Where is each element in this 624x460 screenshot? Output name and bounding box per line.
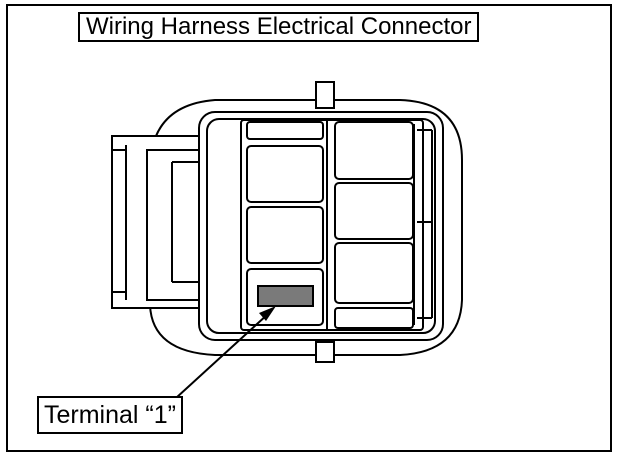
callout-arrowhead [259, 306, 276, 321]
cavity-left-3 [246, 268, 324, 326]
top-key [315, 81, 335, 109]
bottom-key [315, 341, 335, 363]
cavity-left-2 [246, 206, 324, 264]
locking-tab [111, 135, 203, 309]
terminal-1-label: Terminal “1” [37, 396, 183, 434]
cavity-left-1 [246, 145, 324, 203]
terminal-1-marker [257, 285, 314, 307]
callout-leader-line [175, 313, 269, 399]
diagram-title: Wiring Harness Electrical Connector [78, 12, 480, 42]
diagram-frame [6, 4, 612, 452]
cavity-top-left-slot [246, 121, 324, 140]
terminal-housing [240, 119, 424, 331]
connector-face-outer [198, 111, 444, 341]
